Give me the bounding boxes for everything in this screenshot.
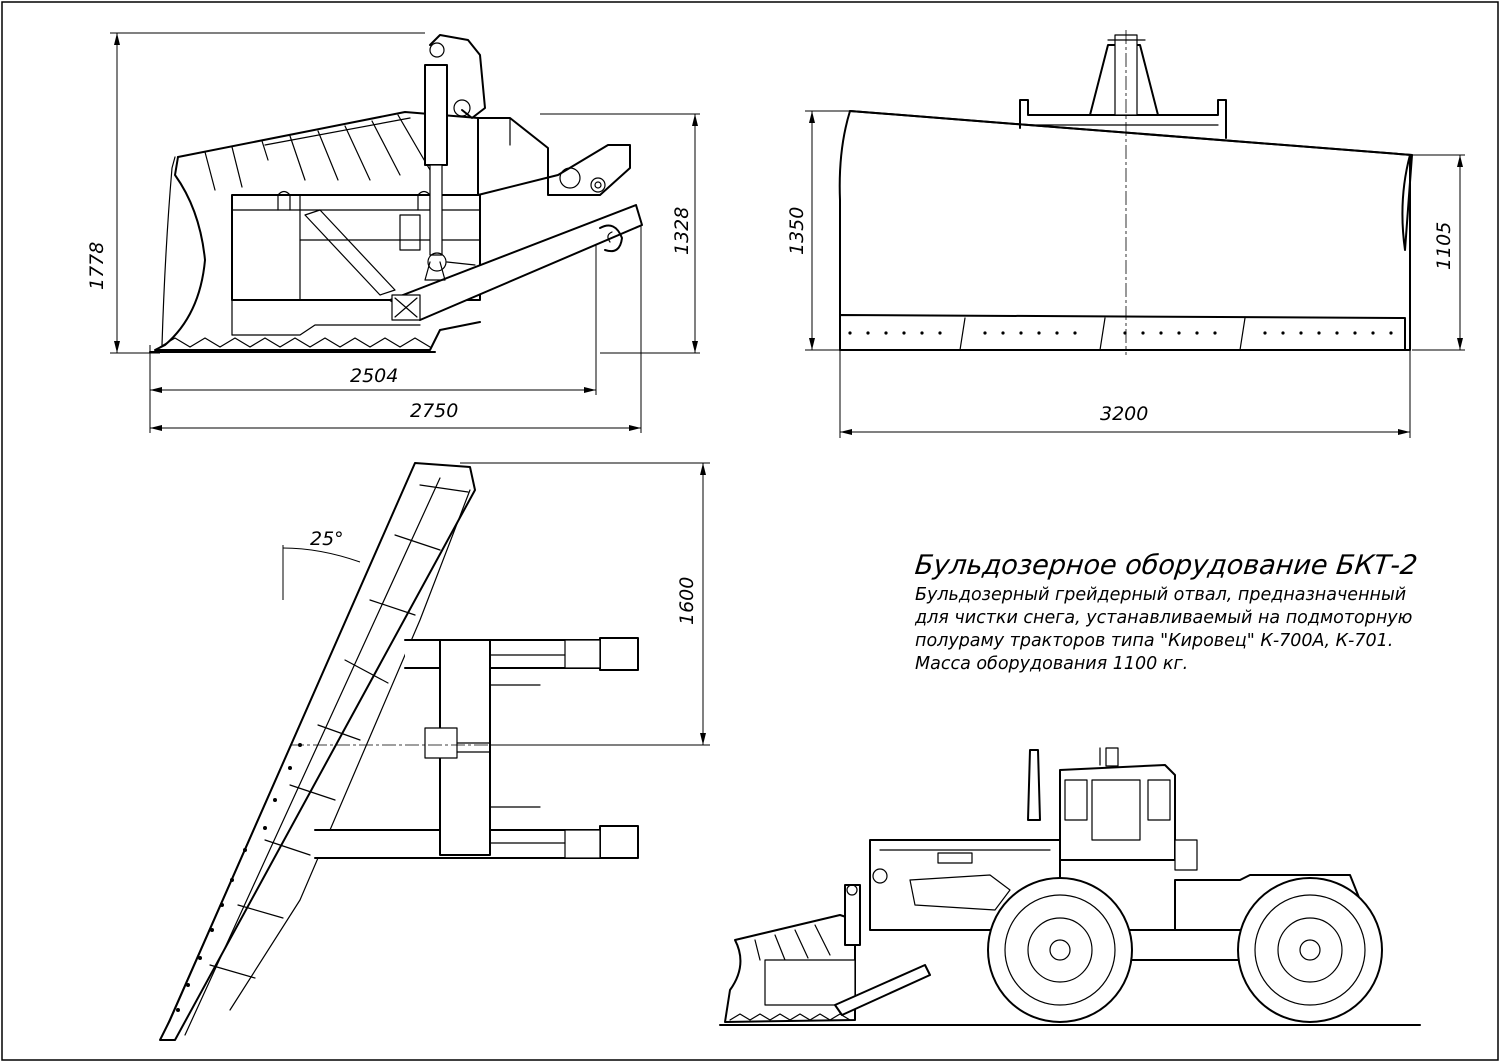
dim-2750: 2750 [410, 400, 458, 422]
dim-2504: 2504 [350, 365, 398, 387]
title-block: Бульдозерное оборудование БКТ-2 Бульдозе… [913, 548, 1435, 676]
dim-3200: 3200 [1100, 403, 1148, 425]
side-view: 1778 1328 2504 2750 [86, 32, 700, 433]
description-line-4: Масса оборудования 1100 кг. [915, 654, 1189, 674]
top-view: 1600 25° [159, 462, 710, 1041]
dim-1105: 1105 [1433, 222, 1455, 270]
front-view: 1350 1105 3200 [786, 30, 1465, 438]
angle-25: 25° [310, 528, 344, 550]
description-line-1: Бульдозерный грейдерный отвал, предназна… [915, 585, 1407, 605]
dim-1350: 1350 [786, 207, 808, 255]
tractor-illustration [719, 747, 1421, 1026]
description-line-2: для чистки снега, устанавливаемый на под… [915, 608, 1413, 628]
dim-1778: 1778 [86, 242, 108, 290]
drawing-title: Бульдозерное оборудование БКТ-2 [913, 550, 1419, 581]
description-line-3: полураму тракторов типа "Кировец" К-700А… [915, 631, 1394, 651]
dim-1328: 1328 [671, 207, 693, 255]
dim-1600: 1600 [676, 577, 698, 625]
